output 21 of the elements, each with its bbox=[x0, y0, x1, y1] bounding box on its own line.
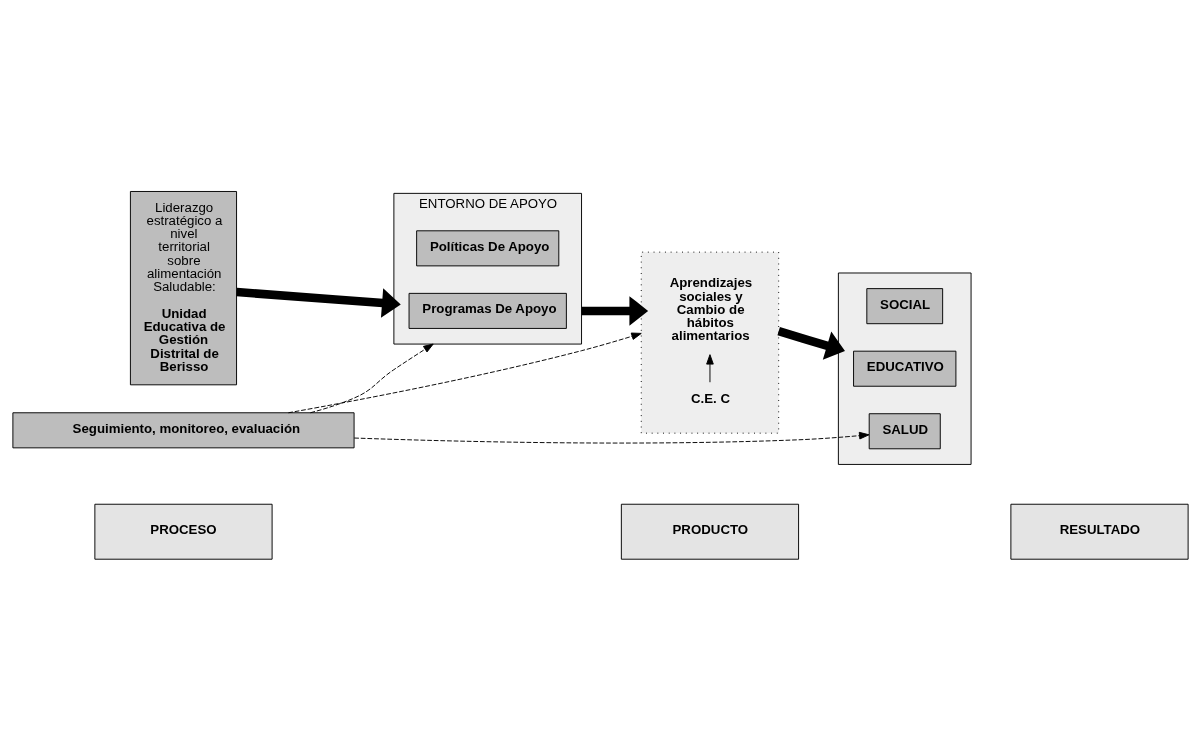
node-box: SOCIAL bbox=[866, 288, 944, 325]
arrow bbox=[309, 343, 434, 414]
node-box: Seguimiento, monitoreo, evaluación bbox=[12, 412, 355, 449]
node-box: EDUCATIVO bbox=[853, 350, 957, 387]
arrow bbox=[706, 354, 714, 383]
cluster bbox=[640, 251, 780, 434]
arrow bbox=[353, 431, 870, 444]
arrow bbox=[581, 296, 649, 326]
cluster bbox=[837, 272, 972, 465]
arrow bbox=[777, 327, 845, 360]
arrow bbox=[287, 332, 642, 414]
node-box: PROCESO bbox=[94, 503, 273, 560]
node-text: Aprendizajes sociales y Cambio de hábitos alimentarios bbox=[669, 275, 753, 344]
node-box: Políticas De Apoyo bbox=[416, 230, 560, 267]
node-box: Liderazgo estratégico a nivel territorial sobre alimentación Saludable: Unidad Educativa de Gestión Distrital de Berisso bbox=[129, 191, 238, 386]
node-box: SALUD bbox=[868, 413, 941, 450]
node-box: PRODUCTO bbox=[620, 503, 800, 560]
arrow bbox=[236, 287, 401, 318]
node-box: Programas De Apoyo bbox=[408, 292, 567, 329]
node-text: C.E. C bbox=[691, 390, 731, 406]
node-box: RESULTADO bbox=[1010, 503, 1189, 560]
